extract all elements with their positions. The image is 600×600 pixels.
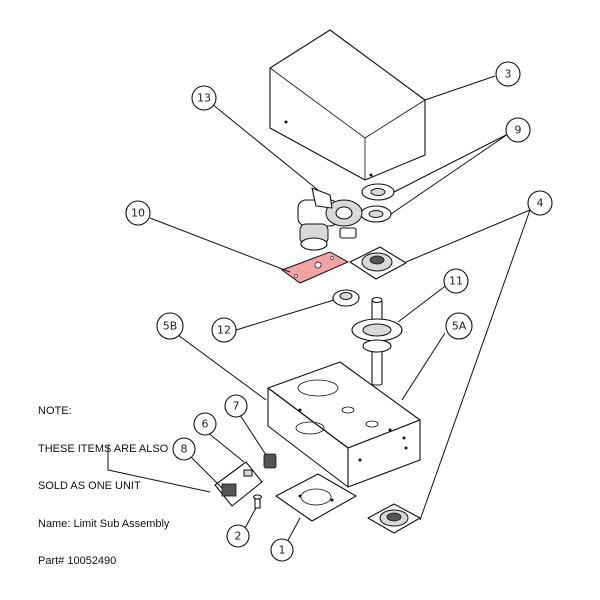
callout-10: 10: [125, 200, 151, 226]
limit-sub-assembly-note: NOTE: THESE ITEMS ARE ALSO SOLD AS ONE U…: [38, 380, 169, 580]
callout-5a-label: 5A: [452, 320, 467, 333]
callout-3: 3: [495, 61, 521, 87]
flange-bearing-upper-part: [349, 246, 407, 280]
callout-8: 8: [172, 437, 196, 461]
callout-1: 1: [270, 538, 294, 562]
callout-1-label: 1: [279, 544, 286, 557]
switch-part: [263, 453, 277, 469]
small-sprocket-part: [332, 289, 360, 307]
callout-13: 13: [191, 85, 217, 111]
note-name: Name: Limit Sub Assembly: [38, 517, 170, 530]
callout-11-label: 11: [449, 275, 463, 288]
note-part-number: Part# 10052490: [38, 555, 117, 567]
callout-5b-label: 5B: [163, 320, 178, 333]
mounting-plate-part: [280, 251, 350, 284]
callout-2: 2: [226, 524, 250, 548]
frame-box-part: [267, 361, 421, 488]
bearing-washers-part: [360, 183, 395, 223]
callout-7-label: 7: [233, 400, 240, 413]
callout-10-label: 10: [131, 207, 145, 220]
callout-2-label: 2: [235, 530, 242, 543]
callout-11: 11: [443, 268, 469, 294]
callout-13-label: 13: [197, 92, 211, 105]
leader-lines: [107, 75, 531, 545]
flange-bearing-lower-part: [367, 503, 421, 534]
callout-6: 6: [193, 412, 217, 436]
note-line-3: SOLD AS ONE UNIT: [38, 480, 141, 492]
note-heading: NOTE:: [38, 405, 72, 417]
callout-9: 9: [505, 117, 531, 143]
screw-part: [252, 494, 263, 509]
bottom-plate-part: [275, 473, 357, 522]
callout-4: 4: [527, 190, 553, 216]
limit-switch-board-part: [214, 461, 263, 507]
shaft-sprocket-part: [351, 296, 403, 386]
callout-9-label: 9: [515, 124, 522, 137]
gear-motor-part: [297, 187, 363, 251]
callout-5b: 5B: [156, 312, 184, 340]
callout-8-label: 8: [181, 443, 188, 456]
callout-6-label: 6: [202, 418, 209, 431]
note-line-2: THESE ITEMS ARE ALSO: [38, 442, 169, 455]
callout-4-label: 4: [537, 197, 544, 210]
callout-3-label: 3: [505, 68, 512, 81]
callout-7: 7: [224, 394, 248, 418]
callout-12-label: 12: [217, 324, 231, 337]
callout-5a: 5A: [445, 312, 473, 340]
cover-part: [269, 29, 426, 181]
callout-12: 12: [211, 317, 237, 343]
